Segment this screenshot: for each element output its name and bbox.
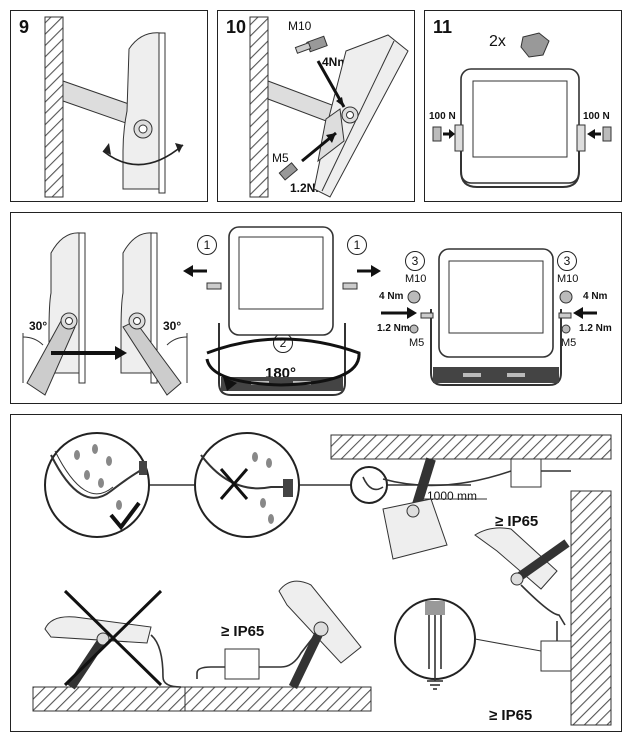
luminaire-front-right — [381, 248, 597, 386]
torque-12nm-right: 1.2 Nm — [579, 323, 612, 334]
earth-icon — [427, 673, 443, 690]
step-circle-1-right: 1 — [347, 235, 367, 255]
drip-loop-ok-detail — [44, 432, 150, 538]
ground-hatch-middle — [184, 686, 372, 712]
ip-rating-wall: ≥ IP65 — [489, 707, 533, 724]
luminaire-wall — [474, 527, 570, 626]
torque-12nm-left: 1.2 Nm — [377, 323, 410, 334]
wall-hatch — [44, 16, 64, 198]
m10-bolt-icon — [294, 35, 328, 54]
bolt-m10-right: M10 — [557, 273, 579, 285]
panel-step-10: 10 M10 4Nm M5 1.2Nm — [217, 10, 415, 202]
luminaire-front-middle — [183, 226, 381, 396]
junction-box-ground — [224, 648, 260, 680]
cross-icon — [63, 589, 163, 687]
cap-left — [432, 126, 442, 142]
ceiling-detail-circle — [350, 466, 388, 504]
luminaire-ground-ok — [196, 580, 362, 689]
installation-illustration — [32, 432, 612, 726]
junction-box-wall — [540, 640, 572, 672]
step-circle-1-left: 1 — [197, 235, 217, 255]
step10-illustration — [249, 16, 409, 198]
step9-illustration — [44, 16, 184, 198]
step-number: 11 — [433, 17, 453, 37]
panel-step-9: 9 — [10, 10, 208, 202]
torque-4nm-label: 4Nm — [322, 55, 349, 69]
luminaire-side-left — [22, 232, 86, 396]
ceiling-hatch — [330, 434, 612, 460]
luminaire-ground-wrong — [44, 589, 182, 690]
bracket-u — [460, 131, 580, 188]
step-circle-3-right: 3 — [557, 251, 577, 271]
luminaire-lens — [472, 80, 568, 158]
bolt-m5-label: M5 — [272, 151, 289, 165]
checkmark-icon — [109, 501, 141, 531]
tilt-illustration — [22, 226, 597, 396]
luminaire-body — [122, 32, 162, 190]
bolt-m5-right: M5 — [561, 337, 577, 349]
water-ingress-wrong-detail — [194, 432, 300, 538]
m5-bolt-icon — [278, 162, 299, 181]
wall-hatch — [249, 16, 269, 198]
ground-hatch-left — [32, 686, 194, 712]
step-number: 9 — [19, 17, 30, 37]
swing-arrow — [102, 144, 184, 166]
torque-4nm-right: 4 Nm — [583, 291, 608, 302]
step11-illustration — [432, 32, 612, 188]
panel-step-11: 11 2x 100 N 100 N — [424, 10, 622, 202]
wiring-detail — [394, 598, 476, 690]
force-left-label: 100 N — [429, 111, 456, 122]
luminaire-side-right — [120, 232, 188, 396]
bolt-m10-left: M10 — [405, 273, 427, 285]
luminaire-front — [158, 32, 166, 194]
angle-left-label: 30° — [29, 319, 48, 333]
panel-tilt-rotate: 30° 30° 1 1 2 180° 3 3 M10 M10 4 Nm 4 Nm… — [10, 212, 622, 404]
luminaire-ceiling — [382, 457, 448, 560]
step-number: 10 — [226, 17, 247, 37]
step-circle-3-left: 3 — [405, 251, 425, 271]
force-right-label: 100 N — [583, 111, 610, 122]
cap-right — [602, 126, 612, 142]
angle-right-label: 30° — [163, 319, 182, 333]
ip-rating-ground: ≥ IP65 — [221, 623, 265, 640]
panel-installation: 1000 mm ≥ IP65 ≥ IP65 ≥ IP65 N L — [10, 414, 622, 732]
junction-box-ceiling — [510, 458, 542, 488]
torque-4nm-left: 4 Nm — [379, 291, 404, 302]
cap-count: 2x — [489, 33, 506, 50]
cross-icon — [219, 468, 249, 500]
ip-rating-ceiling: ≥ IP65 — [495, 513, 539, 530]
wall-hatch — [570, 490, 612, 726]
cap-icon — [520, 32, 550, 58]
bolt-m10-label: M10 — [288, 19, 312, 33]
bolt-m5-left: M5 — [409, 337, 425, 349]
